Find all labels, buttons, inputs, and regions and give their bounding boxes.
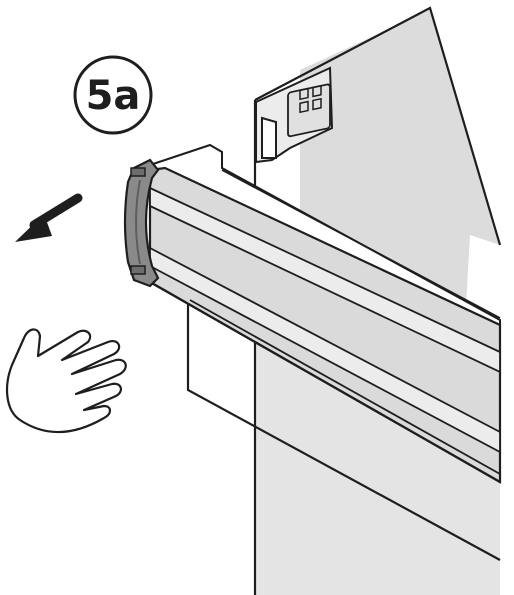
step-badge-circle (73, 55, 153, 135)
mounting-bracket (255, 66, 334, 164)
headrail-back-line-1 (221, 169, 501, 319)
arrow-left-down-icon (15, 193, 83, 242)
end-cap-inner (135, 179, 141, 265)
wall-edge-top (254, 6, 502, 246)
bracket-hook (261, 116, 277, 159)
step-label: 5a (86, 73, 141, 119)
headrail-back-line-2 (189, 299, 501, 475)
headrail-bottom-edge (149, 281, 501, 483)
bracket-hole-3 (299, 100, 309, 114)
bracket-clip (287, 83, 331, 138)
end-cap-body (123, 158, 160, 288)
fabric-edge-left (186, 300, 501, 561)
step-badge: 5a (73, 55, 153, 135)
hand-icon (6, 328, 127, 434)
bracket-hole-2 (312, 84, 322, 98)
wall-shade-lower (255, 310, 500, 595)
bracket-hole-4 (312, 97, 322, 111)
end-cap-tab-top (130, 167, 146, 177)
bracket-hole-1 (299, 87, 309, 101)
end-cap-tab-bottom (130, 265, 146, 275)
headrail-band-upper (149, 186, 501, 374)
end-cap (123, 158, 160, 288)
